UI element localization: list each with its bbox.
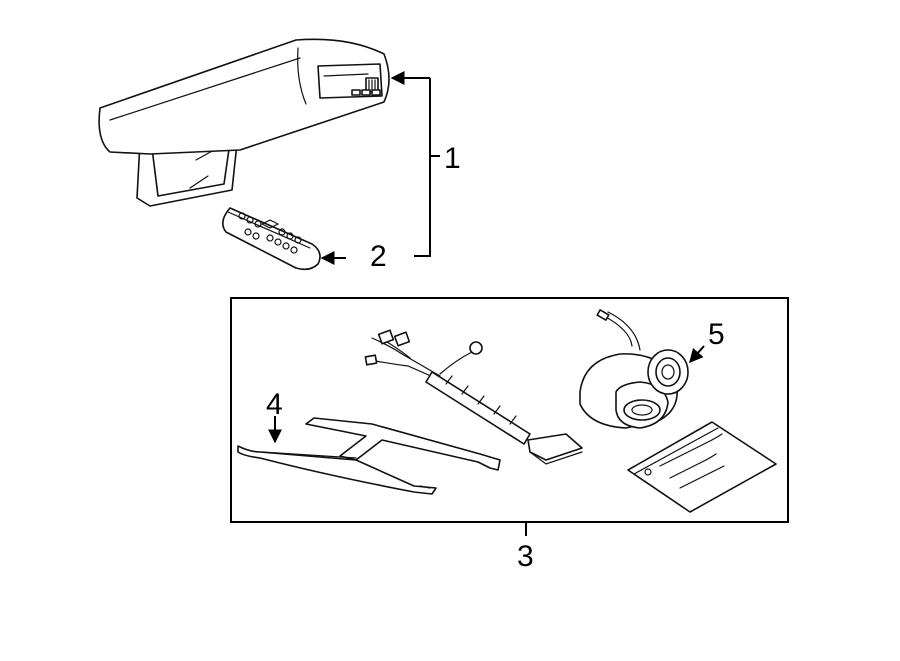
wiring-harness xyxy=(364,329,583,465)
remote-control xyxy=(222,207,321,271)
leader-lines-1-2 xyxy=(320,71,440,265)
mounting-bracket xyxy=(237,417,501,495)
instruction-sheet xyxy=(627,421,777,513)
callout-3: 3 xyxy=(517,540,534,573)
overhead-dvd-console xyxy=(98,38,390,207)
callout-4: 4 xyxy=(266,388,283,421)
callout-2: 2 xyxy=(370,240,387,273)
leader-line-5 xyxy=(689,345,705,364)
callout-1: 1 xyxy=(444,142,461,175)
callout-5: 5 xyxy=(708,318,725,351)
kit-box xyxy=(230,297,789,523)
speaker-assembly xyxy=(579,309,689,429)
